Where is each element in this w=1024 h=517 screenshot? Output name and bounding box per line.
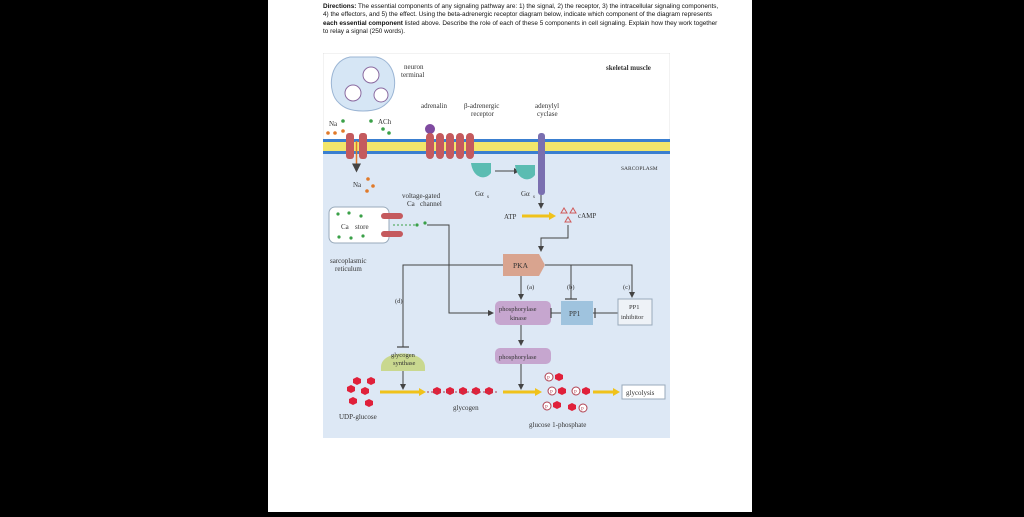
svg-text:P: P bbox=[547, 377, 550, 382]
directions-bold: each essential component bbox=[323, 19, 403, 27]
directions-text: Directions: The essential components of … bbox=[323, 3, 723, 37]
phosphorylase-kinase-node bbox=[495, 301, 551, 325]
glycogen-synthase-node bbox=[381, 353, 425, 371]
directions-label: Directions: bbox=[323, 3, 357, 10]
label-neuron: neuron bbox=[404, 63, 424, 71]
label-adrenalin: adrenalin bbox=[421, 102, 448, 110]
vesicle-icon bbox=[362, 66, 380, 84]
label-c: (c) bbox=[623, 284, 630, 291]
document-page: Directions: The essential components of … bbox=[268, 0, 752, 512]
sarcoplasmic-reticulum bbox=[328, 206, 390, 244]
label-pp1: PP1 bbox=[569, 310, 581, 318]
svg-text:P: P bbox=[550, 391, 553, 396]
svg-text:P: P bbox=[574, 391, 577, 396]
label-phk-2: kinase bbox=[510, 315, 527, 322]
signaling-diagram: neuron terminal skeletal muscle Na ACh N… bbox=[322, 52, 671, 439]
label-store: store bbox=[355, 223, 369, 231]
label-sub-s-1: s bbox=[487, 195, 489, 200]
label-skeletal-muscle: skeletal muscle bbox=[606, 64, 651, 72]
label-ach: ACh bbox=[378, 118, 392, 126]
label-sub-s-2: s bbox=[533, 195, 535, 200]
adenylyl-cyclase bbox=[538, 133, 545, 195]
ca-ions bbox=[336, 211, 427, 240]
label-atp: ATP bbox=[504, 213, 517, 221]
ca-channel bbox=[381, 213, 403, 219]
glycogen-chain bbox=[433, 387, 493, 395]
glucose-1-phosphate-molecules: P P P P P bbox=[542, 372, 590, 413]
label-camp: cAMP bbox=[578, 212, 596, 220]
svg-text:P: P bbox=[581, 408, 584, 413]
adrenalin-molecule bbox=[425, 124, 435, 134]
label-terminal: terminal bbox=[401, 71, 424, 79]
label-d: (d) bbox=[395, 298, 403, 305]
sarcoplasm-region bbox=[323, 141, 670, 438]
label-gs-1: glycogen bbox=[391, 352, 416, 359]
label-phk-1: phosphorylase bbox=[499, 306, 537, 313]
label-galpha-2: Gα bbox=[521, 190, 530, 198]
label-glucose-1-phosphate: glucose 1-phosphate bbox=[529, 421, 586, 429]
label-vg-channel: channel bbox=[420, 200, 442, 208]
directions-body-2: listed above. Describe the role of each … bbox=[323, 19, 718, 36]
g-protein-free bbox=[515, 165, 535, 180]
label-udp-glucose: UDP-glucose bbox=[339, 413, 377, 421]
neuron-terminal-shape bbox=[330, 56, 396, 112]
label-voltage-gated: voltage-gated bbox=[402, 192, 441, 200]
na-ions bbox=[326, 129, 345, 135]
label-b: (b) bbox=[567, 284, 575, 291]
label-sarcoplasmic: sarcoplasmic bbox=[330, 257, 367, 265]
ca-channel bbox=[381, 231, 403, 237]
membrane-lipid bbox=[323, 142, 670, 151]
label-sarcoplasm: SARCOPLASM bbox=[621, 166, 658, 172]
label-pp1i-1: PP1 bbox=[629, 304, 639, 311]
pka-node bbox=[503, 254, 545, 276]
membrane-inner bbox=[323, 151, 670, 154]
g-protein-bound bbox=[471, 163, 491, 178]
label-receptor: receptor bbox=[471, 110, 495, 118]
udp-glucose-molecules bbox=[347, 377, 375, 407]
label-a: (a) bbox=[527, 284, 534, 291]
pp1-inhibitor-node bbox=[617, 298, 653, 326]
label-cyclase: cyclase bbox=[537, 110, 558, 118]
label-b-adrenergic: β-adrenergic bbox=[464, 102, 499, 110]
label-pp1i-2: inhibitor bbox=[621, 314, 644, 321]
label-reticulum: reticulum bbox=[335, 265, 362, 273]
label-galpha-1: Gα bbox=[475, 190, 484, 198]
label-na-in: Na bbox=[353, 181, 362, 189]
label-gs-2: synthase bbox=[393, 360, 416, 367]
label-glycolysis: glycolysis bbox=[626, 389, 655, 397]
label-vg-ca: Ca bbox=[407, 200, 416, 208]
label-na-out: Na bbox=[329, 120, 338, 128]
na-channel bbox=[346, 133, 354, 159]
label-pka: PKA bbox=[513, 261, 529, 270]
na-channel bbox=[359, 133, 367, 159]
phosphorylase-node bbox=[495, 348, 551, 364]
membrane-outer bbox=[323, 139, 670, 142]
vesicle-icon bbox=[373, 87, 389, 103]
label-adenylyl: adenylyl bbox=[535, 102, 559, 110]
beta-adrenergic-receptor bbox=[426, 133, 474, 159]
label-phosphorylase: phosphorylase bbox=[499, 354, 537, 361]
vesicle-icon bbox=[344, 84, 362, 102]
label-ca-store: Ca bbox=[341, 223, 350, 231]
svg-text:P: P bbox=[545, 406, 548, 411]
pp1-node bbox=[561, 301, 593, 325]
ach-molecules bbox=[341, 119, 391, 135]
glycolysis-box bbox=[621, 384, 666, 400]
directions-body-1: The essential components of any signalin… bbox=[323, 3, 719, 19]
label-glycogen: glycogen bbox=[453, 404, 479, 412]
diagram-svg: neuron terminal skeletal muscle Na ACh N… bbox=[322, 52, 671, 439]
camp-molecules bbox=[560, 207, 577, 223]
